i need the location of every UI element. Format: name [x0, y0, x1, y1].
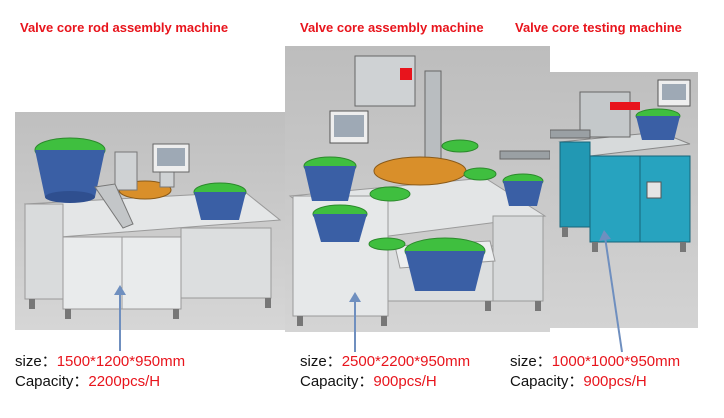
capacity-label: Capacity：	[15, 373, 89, 390]
size-value: 1000*1000*950mm	[551, 353, 681, 370]
spec-block-core-assembly: size：2500*2200*950mm Capacity：900pcs/H	[300, 352, 470, 392]
machine-title-core-testing: Valve core testing machine	[515, 20, 682, 35]
capacity-value: 2200pcs/H	[88, 373, 161, 390]
machine-render-core-assembly	[285, 46, 550, 332]
size-label: size：	[15, 353, 57, 370]
machine-render-rod-assembly	[15, 112, 285, 330]
size-value: 2500*2200*950mm	[341, 353, 471, 370]
spec-block-core-testing: size：1000*1000*950mm Capacity：900pcs/H	[510, 352, 680, 392]
capacity-value: 900pcs/H	[373, 373, 437, 390]
spec-block-rod-assembly: size：1500*1200*950mm Capacity：2200pcs/H	[15, 352, 185, 392]
size-value: 1500*1200*950mm	[56, 353, 186, 370]
capacity-label: Capacity：	[510, 373, 584, 390]
arrow-rod-assembly	[114, 285, 126, 351]
size-label: size：	[300, 353, 342, 370]
arrow-core-assembly	[349, 292, 361, 352]
machine-title-core-assembly: Valve core assembly machine	[300, 20, 484, 35]
size-label: size：	[510, 353, 552, 370]
arrow-core-testing	[599, 230, 623, 353]
machine-title-rod-assembly: Valve core rod assembly machine	[20, 20, 229, 35]
capacity-value: 900pcs/H	[583, 373, 647, 390]
machine-render-core-testing	[550, 72, 698, 328]
capacity-label: Capacity：	[300, 373, 374, 390]
